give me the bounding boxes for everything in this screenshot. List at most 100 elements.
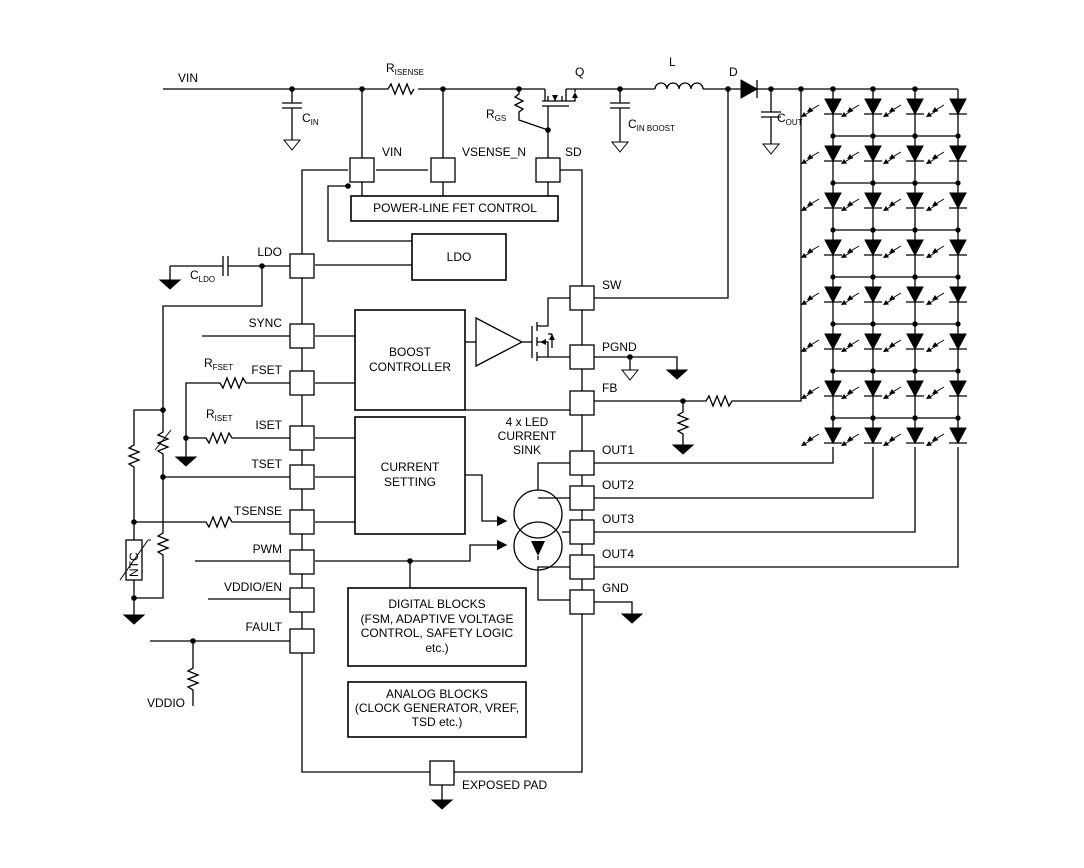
led xyxy=(841,321,918,371)
led xyxy=(841,368,918,418)
led xyxy=(801,321,876,371)
pin-vsense-n-box xyxy=(430,157,456,183)
led xyxy=(883,227,961,277)
c-ldo-capacitor xyxy=(158,256,290,410)
pin-vin-box xyxy=(349,157,375,183)
led xyxy=(841,180,918,230)
pin-sw-label: SW xyxy=(602,278,622,292)
q-label: Q xyxy=(575,65,584,79)
led xyxy=(883,180,961,230)
exposed-pad xyxy=(429,760,455,810)
ldo-block xyxy=(411,233,507,281)
analog-block-label-3: TSD etc.) xyxy=(412,715,463,729)
pin-pwm-label: PWM xyxy=(253,542,282,556)
ntc-network xyxy=(119,407,172,625)
sink-label-2: CURRENT xyxy=(498,429,557,443)
led xyxy=(926,277,967,324)
c-out-capacitor xyxy=(761,89,781,155)
sink-label-3: SINK xyxy=(513,443,541,457)
led xyxy=(801,133,876,183)
led xyxy=(926,230,967,277)
pin-sync-label: SYNC xyxy=(249,316,283,330)
digital-block-label-3: CONTROL, SAFETY LOGIC xyxy=(361,626,514,640)
led xyxy=(841,133,918,183)
c-out-label: COUT xyxy=(777,111,803,127)
top-pins xyxy=(327,89,561,242)
pin-out4-label: OUT4 xyxy=(602,547,634,561)
internal-links xyxy=(315,335,570,588)
c-in-boost-capacitor xyxy=(610,89,630,153)
left-pin-wiring xyxy=(131,335,290,706)
vddio-label: VDDIO xyxy=(147,696,185,710)
pin-out1-label: OUT1 xyxy=(602,443,634,457)
led xyxy=(883,89,924,136)
analog-blocks xyxy=(347,681,527,738)
led xyxy=(926,136,967,183)
digital-blocks xyxy=(347,587,527,667)
c-ldo-label: CLDO xyxy=(190,268,215,284)
pin-tset-label: TSET xyxy=(251,457,282,471)
led xyxy=(801,89,842,136)
pin-tsense-label: TSENSE xyxy=(234,504,282,518)
led-matrix xyxy=(801,89,967,446)
current-sinks xyxy=(513,462,570,601)
digital-block-label-2: (FSM, ADAPTIVE VOLTAGE xyxy=(361,612,514,626)
gate-driver xyxy=(465,297,570,368)
left-pins xyxy=(289,253,315,654)
r-fset-label: RFSET xyxy=(204,356,233,372)
power-line-block-label: POWER-LINE FET CONTROL xyxy=(373,201,537,215)
led xyxy=(801,368,876,418)
d-label: D xyxy=(729,65,738,79)
led xyxy=(926,418,967,446)
c-in-boost-label: CIN BOOST xyxy=(628,117,675,133)
power-line-fet-control-block xyxy=(350,195,559,222)
analog-block-label-2: (CLOCK GENERATOR, VREF, xyxy=(355,701,519,715)
pin-pgnd-label: PGND xyxy=(602,340,637,354)
q-mosfet xyxy=(513,89,578,160)
led xyxy=(801,227,876,277)
led xyxy=(926,371,967,418)
pin-fault-label: FAULT xyxy=(246,620,283,634)
boost-block-label-2: CONTROLLER xyxy=(369,360,451,374)
input-power-path xyxy=(163,79,958,99)
ldo-block-label: LDO xyxy=(447,250,472,264)
pin-ldo-label: LDO xyxy=(257,245,282,259)
digital-block-label-1: DIGITAL BLOCKS xyxy=(388,597,485,611)
led xyxy=(926,324,967,371)
c-in-capacitor xyxy=(282,89,302,151)
pin-sd-label: SD xyxy=(565,145,582,159)
boost-controller-block xyxy=(354,309,466,411)
pin-fset-label: FSET xyxy=(251,363,282,377)
boost-block-label-1: BOOST xyxy=(389,345,432,359)
pin-sd-box xyxy=(535,157,561,183)
led xyxy=(883,133,961,183)
pin-vin-label: VIN xyxy=(382,145,402,159)
led xyxy=(801,180,876,230)
pin-fb-label: FB xyxy=(602,381,617,395)
pin-iset-label: ISET xyxy=(255,418,282,432)
led xyxy=(926,183,967,230)
current-block-label-1: CURRENT xyxy=(381,460,440,474)
led-output-traces xyxy=(594,447,959,568)
c-in-label: CIN xyxy=(302,111,319,127)
led xyxy=(841,415,918,446)
l-label: L xyxy=(669,55,676,69)
led xyxy=(841,89,882,136)
led xyxy=(801,274,876,324)
led xyxy=(801,415,876,446)
sink-label-1: 4 x LED xyxy=(506,415,549,429)
right-pin-wiring xyxy=(594,89,802,624)
pin-exposed-pad-label: EXPOSED PAD xyxy=(462,778,547,792)
digital-block-label-4: etc.) xyxy=(425,641,448,655)
right-pins xyxy=(569,285,595,615)
led xyxy=(926,89,967,136)
led xyxy=(883,274,961,324)
current-block-label-2: SETTING xyxy=(384,475,436,489)
pin-vsense-n-label: VSENSE_N xyxy=(462,145,526,159)
pin-out3-label: OUT3 xyxy=(602,512,634,526)
led xyxy=(883,368,961,418)
led xyxy=(883,415,961,446)
vin-input-label: VIN xyxy=(178,71,198,85)
r-iset-label: RISET xyxy=(206,407,233,423)
